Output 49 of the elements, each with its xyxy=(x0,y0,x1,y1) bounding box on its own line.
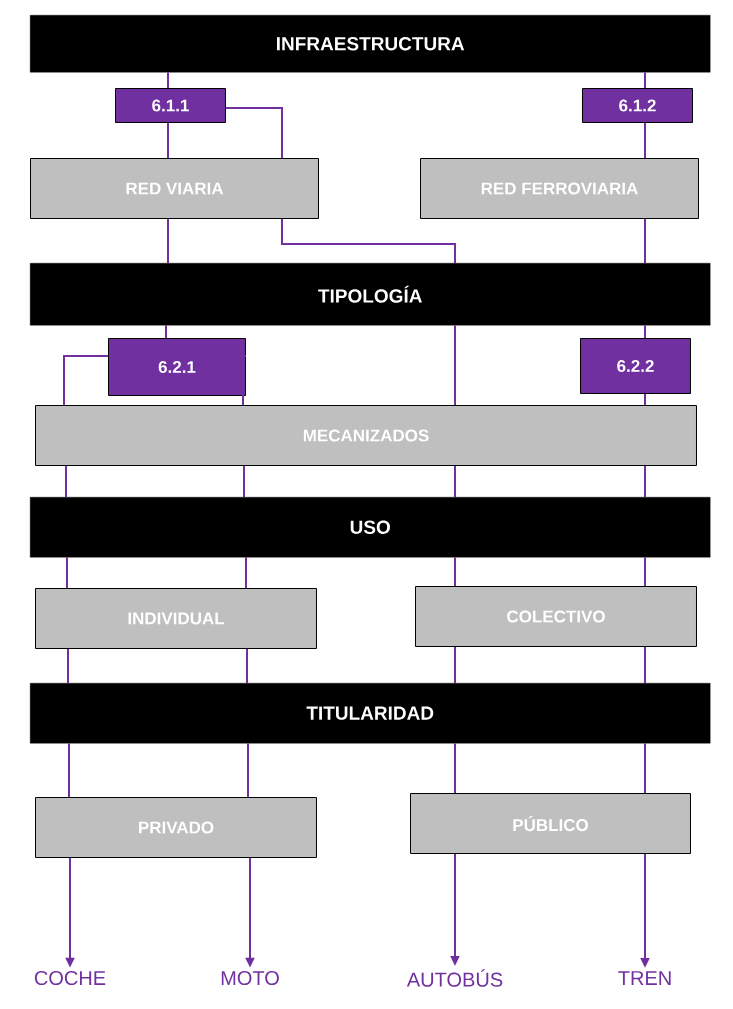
connector-line xyxy=(165,324,167,339)
connector-line xyxy=(225,107,283,159)
connector-line xyxy=(167,122,169,159)
header-band: USO xyxy=(30,497,711,558)
connector-line xyxy=(644,646,646,684)
connector-line xyxy=(454,324,456,406)
connector-line xyxy=(454,646,456,684)
connector-line xyxy=(644,218,646,264)
outcome-label: TREN xyxy=(618,971,671,985)
outcome-label: AUTOBÚS xyxy=(406,969,503,987)
connector-line xyxy=(63,355,109,406)
connector-line xyxy=(644,393,646,406)
connector-line xyxy=(644,742,646,794)
section-number-box: 6.2.1 xyxy=(108,338,246,396)
connector-line xyxy=(454,465,456,498)
connector-line xyxy=(243,465,245,498)
category-box: PÚBLICO xyxy=(410,793,691,854)
header-band: INFRAESTRUCTURA xyxy=(30,15,711,73)
connector-line xyxy=(644,122,646,159)
connector-line xyxy=(66,556,68,589)
connector-line xyxy=(644,71,646,89)
category-box: PRIVADO xyxy=(35,797,317,858)
connector-line xyxy=(67,648,69,684)
connector-line xyxy=(281,218,456,264)
category-box: RED VIARIA xyxy=(30,158,319,219)
connector-line xyxy=(167,71,169,89)
connector-line xyxy=(246,648,248,684)
section-number-box: 6.2.2 xyxy=(580,338,691,394)
connector-line xyxy=(454,742,456,794)
connector-line xyxy=(644,556,646,587)
header-band: TIPOLOGÍA xyxy=(30,263,711,326)
connector-line xyxy=(167,218,169,264)
connector-line xyxy=(454,556,456,587)
header-band: TITULARIDAD xyxy=(30,683,711,744)
section-number-box: 6.1.1 xyxy=(115,88,226,123)
category-box: RED FERROVIARIA xyxy=(420,158,699,219)
category-box: MECANIZADOS xyxy=(35,405,697,466)
connector-line xyxy=(644,465,646,498)
category-box: COLECTIVO xyxy=(415,586,697,647)
connector-line xyxy=(247,742,249,798)
outcome-label: MOTO xyxy=(221,970,279,986)
category-box: INDIVIDUAL xyxy=(35,588,317,649)
connector-line xyxy=(644,324,646,339)
connector-line xyxy=(242,355,247,406)
outcome-label: COCHE xyxy=(34,970,106,986)
connector-line xyxy=(245,556,247,589)
connector-line xyxy=(65,465,67,498)
connector-line xyxy=(68,742,70,798)
section-number-box: 6.1.2 xyxy=(582,88,693,123)
